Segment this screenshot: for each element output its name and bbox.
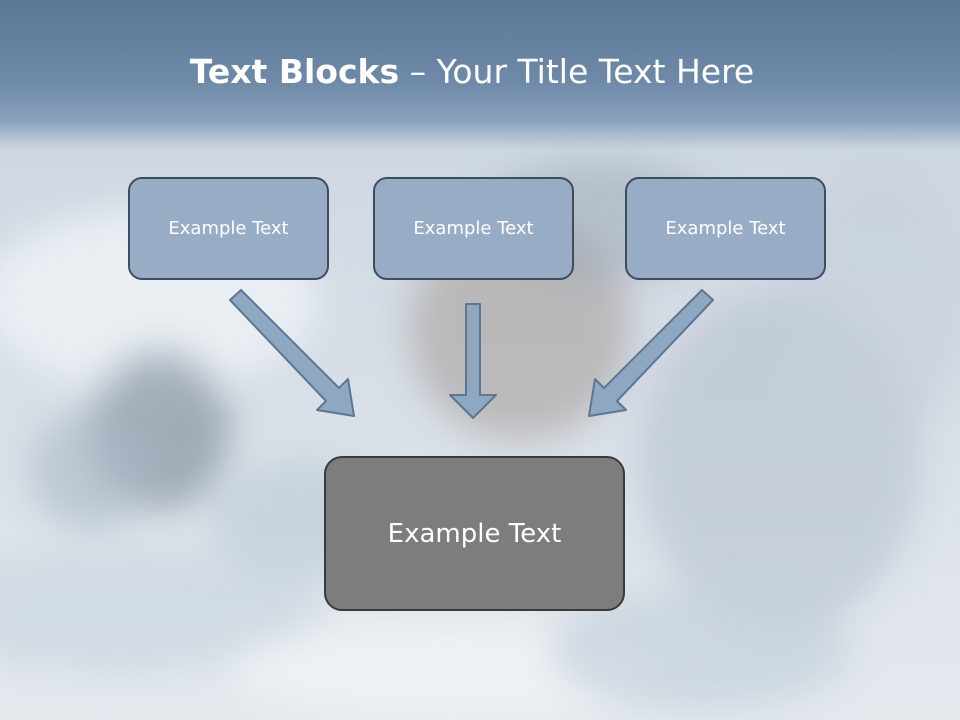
text-block-1[interactable]: Example Text bbox=[128, 177, 329, 280]
title-rest: – Your Title Text Here bbox=[399, 52, 755, 91]
title-band bbox=[0, 0, 960, 150]
text-block-1-label: Example Text bbox=[168, 218, 289, 239]
arrow-center bbox=[449, 303, 497, 419]
main-text-block-label: Example Text bbox=[387, 518, 562, 549]
text-block-2[interactable]: Example Text bbox=[373, 177, 574, 280]
arrow-left bbox=[229, 289, 355, 417]
text-block-3[interactable]: Example Text bbox=[625, 177, 826, 280]
main-text-block[interactable]: Example Text bbox=[324, 456, 625, 611]
slide-title: Text Blocks – Your Title Text Here bbox=[0, 52, 944, 91]
text-block-2-label: Example Text bbox=[413, 218, 534, 239]
title-bold: Text Blocks bbox=[189, 52, 400, 91]
arrow-right bbox=[588, 289, 714, 417]
text-block-3-label: Example Text bbox=[665, 218, 786, 239]
